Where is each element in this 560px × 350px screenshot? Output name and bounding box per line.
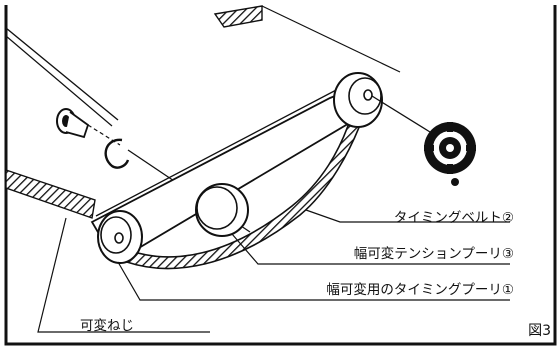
upper-rail — [213, 5, 263, 28]
leader-belt — [305, 209, 510, 223]
timing-pulley-label: 幅可変用のタイミングプーリ① — [326, 282, 514, 298]
c-clip — [104, 138, 130, 169]
leader-tension — [231, 233, 510, 265]
leader-screw — [37, 217, 210, 333]
figure-number: 図3 — [528, 323, 551, 339]
rotation-dial-icon — [424, 122, 476, 186]
timing-belt-label: タイミングベルト② — [393, 210, 514, 226]
leader-pulley — [117, 261, 510, 301]
belt-top-edge — [95, 87, 341, 217]
tension-pulley — [195, 183, 249, 237]
dial-leader-line — [371, 95, 431, 133]
tension-pulley-label: 幅可変テンションプーリ③ — [353, 246, 514, 262]
frame-edge-lower — [5, 35, 113, 127]
adjust-screw-label: 可変ねじ — [80, 318, 134, 334]
drive-pulley — [333, 72, 383, 128]
bolt — [56, 108, 121, 146]
frame-edge-upper — [5, 27, 119, 121]
timing-pulley — [97, 210, 143, 264]
lower-rail — [5, 169, 96, 219]
frame-edge-right — [261, 5, 401, 73]
